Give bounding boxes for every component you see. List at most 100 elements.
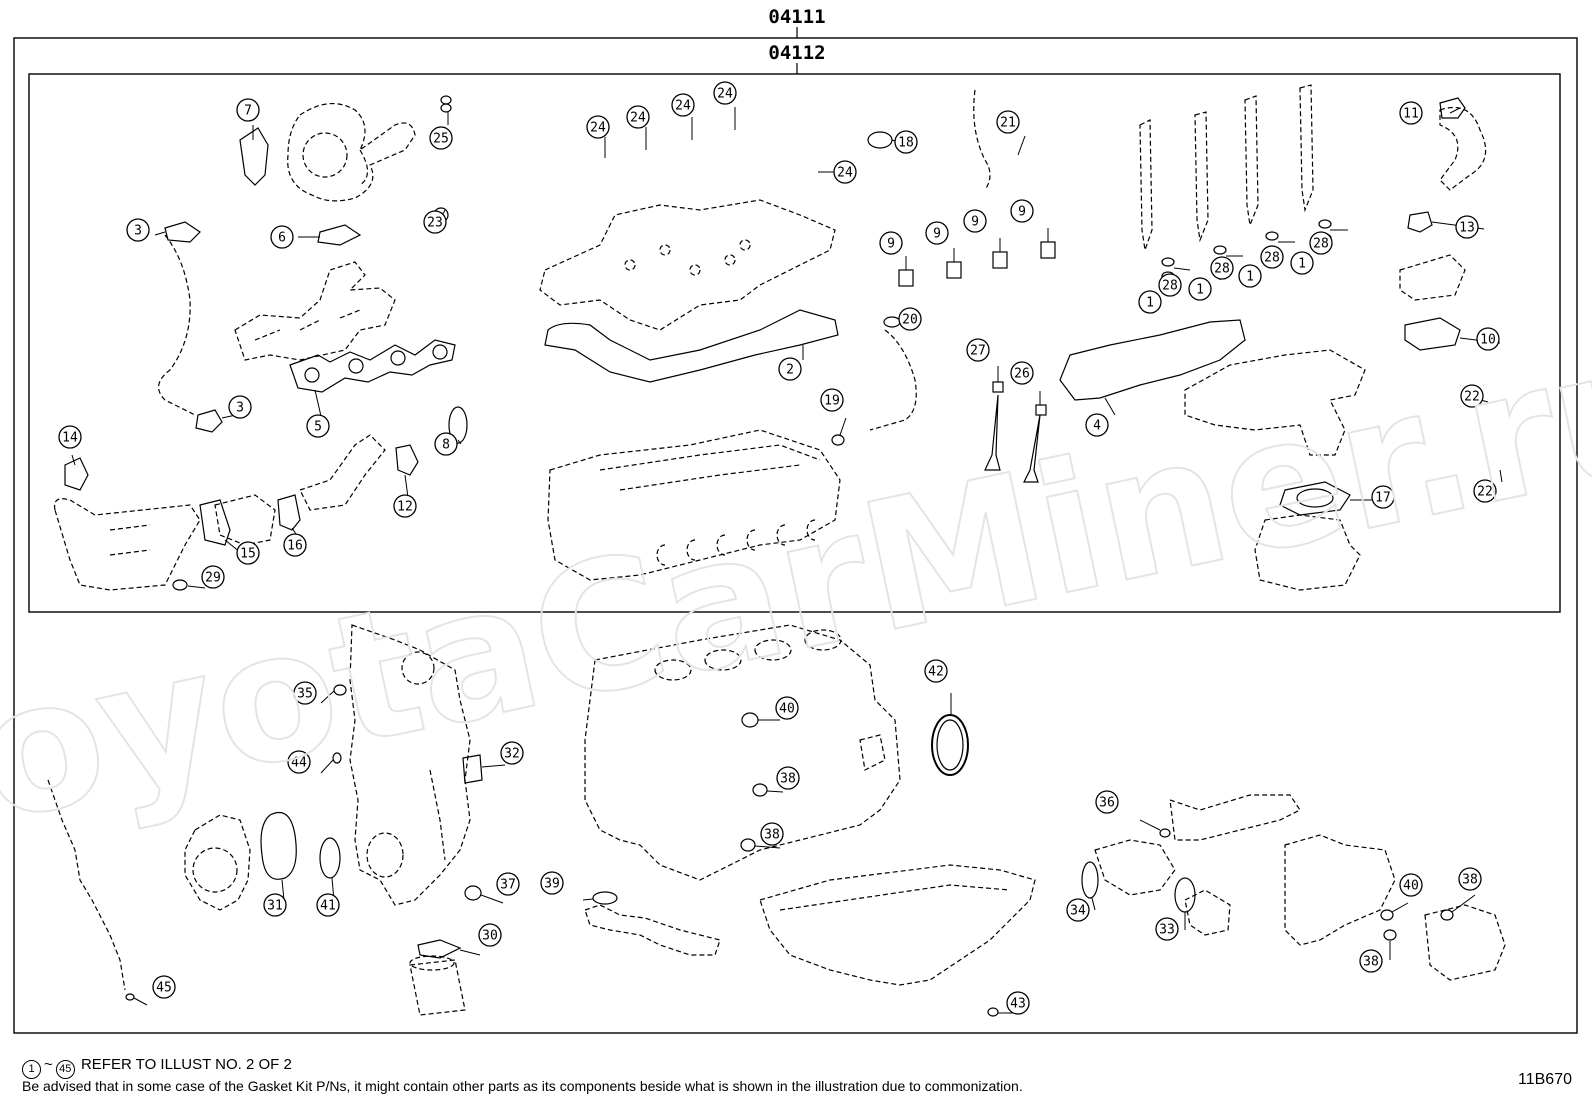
gasket-17 (1279, 481, 1351, 516)
callout-number: 3 (134, 224, 142, 239)
callout-c23: 23 (423, 210, 447, 234)
callout-number: 8 (442, 438, 450, 453)
callout-number: 44 (291, 756, 307, 771)
callout-number: 21 (1000, 116, 1016, 131)
callout-circle (1010, 361, 1034, 385)
callout-number: 9 (887, 237, 895, 252)
callout-number: 24 (717, 87, 733, 102)
callout-number: 19 (824, 394, 840, 409)
callout-c4: 4 (1085, 413, 1109, 437)
callout-circle (1006, 991, 1030, 1015)
callout-circle (1066, 898, 1090, 922)
seal-41 (319, 837, 341, 879)
callout-number: 24 (675, 99, 691, 114)
callout-circle (58, 425, 82, 449)
callout-circle (1188, 277, 1212, 301)
egr-pipe-part (53, 498, 201, 591)
callout-circle (586, 115, 610, 139)
callout-circle (1260, 245, 1284, 269)
gasket-32 (462, 754, 483, 784)
cylinder-block-part (584, 624, 901, 881)
o-ring-29 (172, 579, 188, 591)
oil-cooler-part (1424, 904, 1506, 981)
seal-18 (867, 131, 893, 149)
callout-number: 16 (287, 539, 303, 554)
ref-start-circle: 1 (22, 1060, 41, 1079)
callout-c32: 32 (500, 741, 524, 765)
callout-number: 9 (1018, 205, 1026, 220)
kit-number-outer: 04111 (768, 6, 825, 28)
callout-c5: 5 (306, 414, 330, 438)
callout-circle (236, 541, 260, 565)
callout-c20: 20 (898, 307, 922, 331)
o-ring-37 (464, 885, 482, 901)
callout-circle (879, 231, 903, 255)
callout-circle (393, 494, 417, 518)
callout-number: 9 (933, 227, 941, 242)
callout-circle (966, 338, 990, 362)
callout-c18: 18 (894, 130, 918, 154)
callout-c28b: 28 (1210, 256, 1234, 280)
kit-brackets (13, 27, 1578, 1034)
callout-c29: 29 (201, 565, 225, 589)
callout-number: 3 (236, 401, 244, 416)
callout-number: 43 (1010, 997, 1026, 1012)
callout-c11: 11 (1399, 101, 1423, 125)
cylinder-head-cover-part (539, 199, 836, 331)
callout-number: 22 (1477, 485, 1493, 500)
callout-c28d: 28 (1309, 231, 1333, 255)
callout-number: 29 (205, 571, 221, 586)
callout-number: 24 (590, 121, 606, 136)
callout-c9c: 9 (963, 209, 987, 233)
callout-c6: 6 (270, 225, 294, 249)
callout-circle (626, 105, 650, 129)
callout-circle (201, 565, 225, 589)
callout-number: 1 (1196, 283, 1204, 298)
o-ring-38-d (1383, 929, 1397, 941)
callout-number: 37 (500, 878, 516, 893)
callout-circle (496, 872, 520, 896)
seal-34 (1081, 861, 1099, 899)
callout-circle (1399, 873, 1423, 897)
callout-circle (778, 357, 802, 381)
seal-43 (987, 1007, 999, 1017)
fuel-injector-parts (1139, 84, 1314, 251)
callout-circle (996, 110, 1020, 134)
callout-c15: 15 (236, 541, 260, 565)
callout-number: 38 (1462, 873, 1478, 888)
callout-circle (820, 388, 844, 412)
callout-c24d: 24 (713, 81, 737, 105)
callout-circle (1460, 384, 1484, 408)
callout-circle (894, 130, 918, 154)
footer-note: Be advised that in some case of the Gask… (22, 1078, 1023, 1094)
callout-c3a: 3 (126, 218, 150, 242)
callout-c28a: 28 (1158, 273, 1182, 297)
valves (984, 381, 1047, 483)
callout-c38c: 38 (1458, 867, 1482, 891)
callout-number: 41 (320, 899, 336, 914)
turbocharger-part (287, 103, 416, 202)
callout-c22b: 22 (1473, 479, 1497, 503)
callout-number: 28 (1162, 279, 1178, 294)
callout-circle (898, 307, 922, 331)
gasket-16 (277, 494, 301, 531)
gasket-30 (417, 939, 462, 959)
callout-circle (1399, 101, 1423, 125)
callout-c41: 41 (316, 893, 340, 917)
oil-pan-part (759, 864, 1036, 986)
callout-circle (500, 741, 524, 765)
cylinder-head-part (547, 429, 841, 581)
callout-c43: 43 (1006, 991, 1030, 1015)
callout-number: 28 (1264, 251, 1280, 266)
o-ring-40-b (1380, 909, 1394, 921)
callout-number: 20 (902, 313, 918, 328)
o-ring-38-b (740, 838, 756, 852)
callout-circle (434, 432, 458, 456)
callout-circle (1359, 949, 1383, 973)
callout-c30: 30 (478, 923, 502, 947)
callout-number: 33 (1159, 923, 1175, 938)
callout-circle (713, 81, 737, 105)
callout-circle (478, 923, 502, 947)
gasket-13 (1407, 211, 1433, 233)
callout-c38b: 38 (760, 822, 784, 846)
